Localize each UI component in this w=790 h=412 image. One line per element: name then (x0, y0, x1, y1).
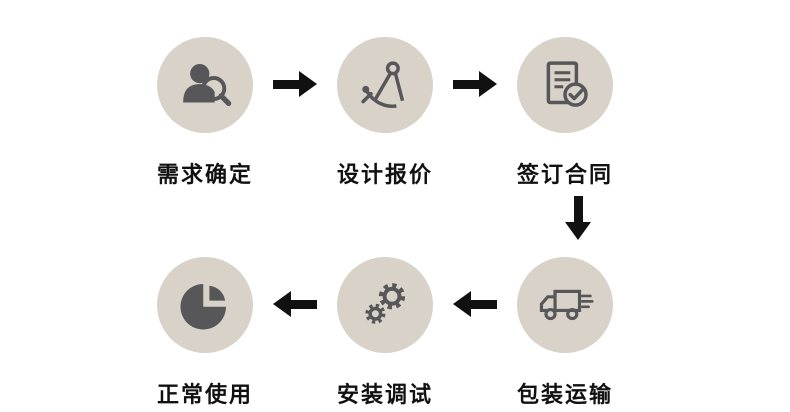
arrow-shaft (573, 196, 583, 222)
arrow-left-step5-step6 (273, 291, 317, 317)
user-search-icon (183, 64, 232, 106)
arrow-head (299, 71, 317, 97)
step-circle (337, 37, 433, 133)
step-packing-shipping: 包装运输 (485, 257, 645, 409)
arrow-right-step2-step3 (453, 71, 497, 97)
arrow-head (565, 222, 591, 240)
truck-icon (539, 289, 594, 321)
step-label: 需求确定 (156, 162, 253, 187)
step-label: 安装调试 (336, 382, 433, 407)
step-sign-contract: 签订合同 (485, 37, 645, 189)
step-design-quotation: 设计报价 (305, 37, 465, 189)
step-normal-use: 正常使用 (125, 257, 285, 409)
pie-chart-icon (180, 284, 226, 330)
step-label: 设计报价 (336, 162, 433, 187)
step-circle (157, 37, 253, 133)
step-label: 包装运输 (516, 382, 613, 407)
arrow-right-step1-step2 (273, 71, 317, 97)
arrow-left-step4-step5 (453, 291, 497, 317)
step-label: 签订合同 (516, 162, 613, 187)
arrow-shaft (291, 299, 317, 309)
step-circle (337, 257, 433, 353)
arrow-shaft (453, 79, 479, 89)
step-circle (157, 257, 253, 353)
arrow-down-step3-step4 (565, 196, 591, 240)
step-circle (517, 37, 613, 133)
arrow-head (273, 291, 291, 317)
gears-icon (365, 283, 406, 324)
contract-check-icon (546, 61, 588, 107)
step-requirement-confirmation: 需求确定 (125, 37, 285, 189)
design-compass-icon (361, 61, 405, 108)
arrow-head (479, 71, 497, 97)
arrow-shaft (471, 299, 497, 309)
arrow-shaft (273, 79, 299, 89)
step-installation-debugging: 安装调试 (305, 257, 465, 409)
step-label: 正常使用 (156, 382, 253, 407)
step-circle (517, 257, 613, 353)
arrow-head (453, 291, 471, 317)
